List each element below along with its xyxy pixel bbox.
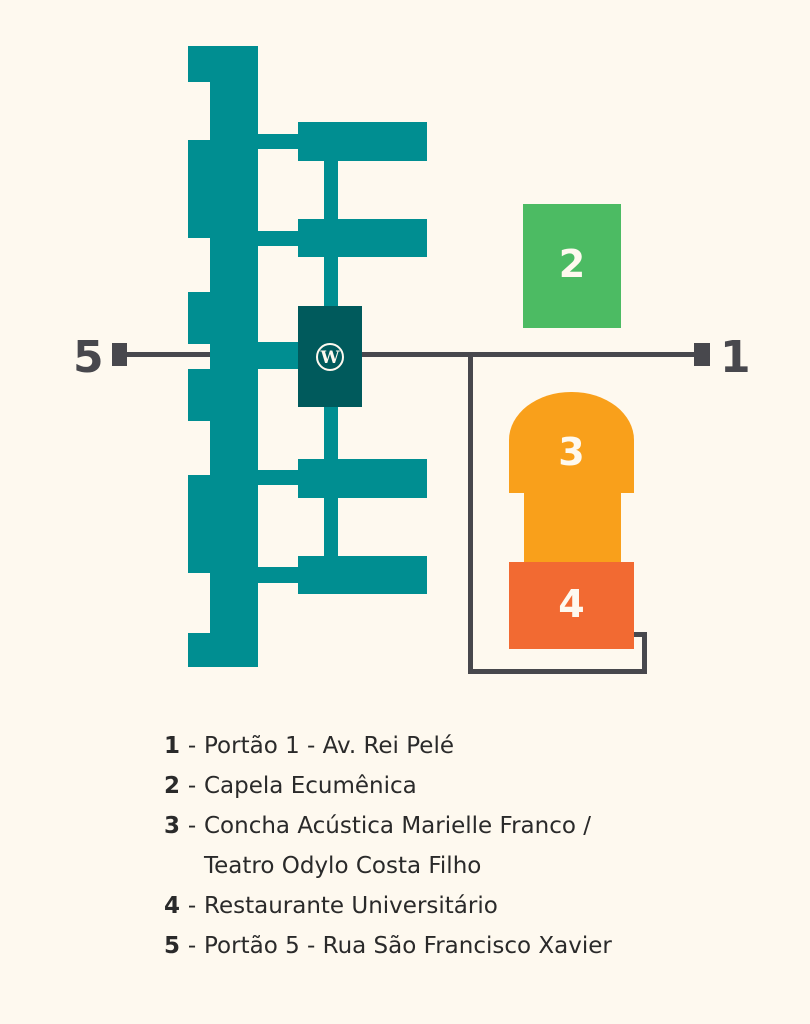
legend-number: 1: [163, 733, 180, 759]
building-wing: [188, 369, 212, 421]
legend-number: 2: [163, 773, 180, 799]
legend-number: 4: [163, 893, 180, 919]
legend-text: Capela Ecumênica: [204, 773, 417, 799]
map-legend: 1 - Portão 1 - Av. Rei Pelé 2 - Capela E…: [150, 726, 612, 966]
wordpress-icon: W: [316, 342, 344, 371]
building-connector: [256, 470, 300, 485]
building-3-label: 3: [558, 430, 585, 474]
legend-separator: -: [187, 773, 197, 799]
building-connector: [256, 342, 300, 369]
building-wing: [188, 475, 212, 573]
legend-item: 1 - Portão 1 - Av. Rei Pelé: [150, 726, 612, 766]
legend-item: 5 - Portão 5 - Rua São Francisco Xavier: [150, 926, 612, 966]
building-block: [298, 556, 427, 594]
road-branch-vertical: [468, 352, 473, 674]
building-2-label: 2: [558, 242, 586, 286]
gate-1-label: 1: [720, 332, 751, 383]
legend-item: 3 - Concha Acústica Marielle Franco /: [150, 806, 612, 846]
building-block: [298, 219, 427, 257]
building-wing: [188, 633, 212, 667]
building-3-dome: 3: [509, 392, 634, 493]
building-wing: [188, 292, 212, 344]
legend-item: 2 - Capela Ecumênica: [150, 766, 612, 806]
legend-text: Portão 5 - Rua São Francisco Xavier: [204, 933, 612, 959]
legend-text: Restaurante Universitário: [204, 893, 498, 919]
building-block: [298, 122, 427, 161]
legend-text: Concha Acústica Marielle Franco /: [204, 813, 591, 839]
gate-5-label: 5: [73, 332, 104, 383]
road-branch-bottom: [468, 669, 647, 674]
svg-text:W: W: [319, 348, 340, 368]
building-3-body: [524, 492, 621, 564]
legend-text: Portão 1 - Av. Rei Pelé: [204, 733, 455, 759]
building-wing: [188, 140, 212, 238]
building-block: [298, 459, 427, 498]
legend-text: Teatro Odylo Costa Filho: [204, 853, 482, 879]
legend-item-continuation: Teatro Odylo Costa Filho: [150, 846, 612, 886]
legend-separator: -: [187, 733, 197, 759]
gate-5-marker: [112, 343, 127, 366]
legend-number: 5: [163, 933, 180, 959]
legend-separator: -: [187, 893, 197, 919]
building-connector: [256, 231, 300, 246]
legend-separator: -: [187, 813, 197, 839]
building-spine: [210, 46, 258, 667]
building-4-label: 4: [558, 582, 585, 626]
legend-number: 3: [163, 813, 180, 839]
building-wing: [188, 46, 212, 82]
building-center: W: [298, 306, 362, 407]
building-2-capela: 2: [523, 204, 621, 328]
building-connector: [256, 567, 300, 583]
road-branch-end: [630, 632, 647, 637]
building-4-restaurante: 4: [509, 562, 634, 649]
road-branch-up: [642, 632, 647, 674]
building-connector: [256, 134, 300, 149]
legend-item: 4 - Restaurante Universitário: [150, 886, 612, 926]
legend-separator: -: [187, 933, 197, 959]
gate-1-marker: [694, 343, 710, 366]
road-main: [120, 352, 702, 357]
